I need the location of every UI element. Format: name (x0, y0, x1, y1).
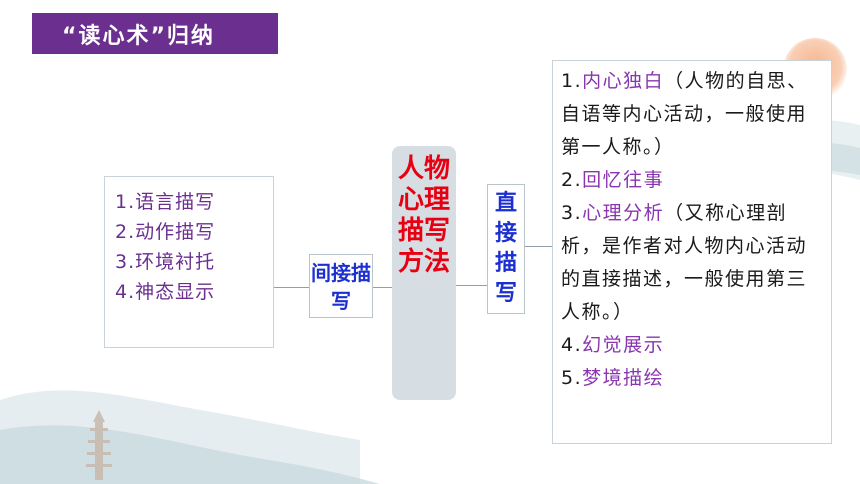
direct-item: 4.幻觉展示 (561, 334, 665, 356)
center-title: 人物心理描写方法 (392, 146, 456, 400)
connector-indirect-center (373, 287, 392, 288)
indirect-item: 4.神态显示 (115, 281, 216, 303)
indirect-methods-box: 1.语言描写 2.动作描写 3.环境衬托 4.神态显示 (104, 176, 274, 348)
indirect-item: 2.动作描写 (115, 221, 216, 243)
direct-item: 5.梦境描绘 (561, 367, 665, 389)
pagoda-decoration (86, 410, 112, 480)
title-banner: “读心术”归纳 (32, 13, 278, 54)
connector-right (525, 246, 552, 247)
connector-center-direct (456, 285, 487, 286)
direct-label: 直接描写 (487, 184, 525, 314)
direct-item: 3.心理分析（又称心理剖析，是作者对人物内心活动的直接描述，一般使用第三人称。） (561, 202, 808, 323)
page-title: “读心术”归纳 (62, 23, 215, 49)
direct-methods-box: 1.内心独白（人物的自思、自语等内心活动，一般使用第一人称。） 2.回忆往事 3… (552, 60, 832, 444)
indirect-item: 3.环境衬托 (115, 251, 216, 273)
connector-left (274, 287, 309, 288)
indirect-item: 1.语言描写 (115, 191, 216, 213)
direct-item: 2.回忆往事 (561, 169, 665, 191)
indirect-label: 间接描写 (309, 254, 373, 318)
direct-item: 1.内心独白（人物的自思、自语等内心活动，一般使用第一人称。） (561, 70, 808, 158)
